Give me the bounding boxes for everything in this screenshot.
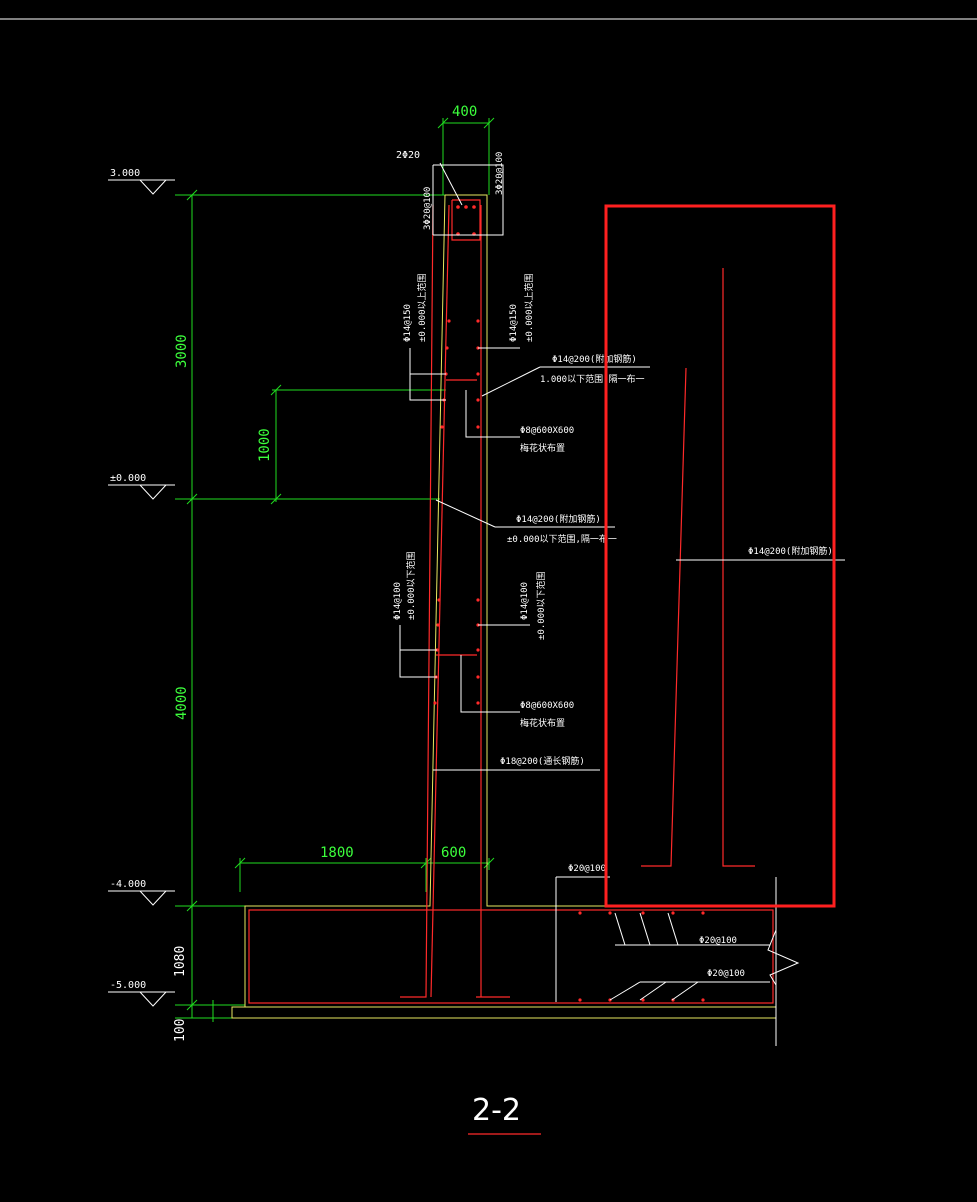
- highlight-box: [604, 204, 836, 908]
- label-lower-left-v: Φ14@100: [393, 582, 403, 620]
- label-tie-1-note: 梅花状布置: [520, 442, 565, 454]
- label-highlight-bar: Φ14@200(附加钢筋): [748, 545, 833, 557]
- label-upper-left-note: ±0.000以上范围: [416, 273, 428, 342]
- dim-cushion: 100: [173, 1019, 188, 1042]
- label-base-bot-bar: Φ20@100: [707, 969, 745, 979]
- label-add-bar-2: Φ14@200(附加钢筋): [516, 513, 601, 525]
- elevation-base-bottom: -5.000: [110, 980, 146, 991]
- dimension-lines: [175, 117, 495, 1022]
- dim-base-thickness: 1080: [173, 946, 188, 977]
- dim-sub-height: 1000: [257, 428, 273, 462]
- label-lower-right-note: ±0.000以下范围: [535, 571, 547, 640]
- label-top-main: 2Φ20: [396, 150, 420, 161]
- dim-toe-width: 1800: [320, 845, 354, 861]
- label-through-bar: Φ18@200(通长钢筋): [500, 755, 585, 767]
- label-upper-left-v: Φ14@150: [403, 304, 413, 342]
- dim-top-width: 400: [452, 104, 477, 120]
- rebar-lines: [248, 199, 774, 1004]
- label-tie-1: Φ8@600X600: [520, 426, 574, 436]
- label-add-bar-2-note: ±0.000以下范围,隔一布一: [507, 533, 617, 545]
- label-add-bar-1: Φ14@200(附加钢筋): [552, 353, 637, 365]
- elevation-top: 3.000: [110, 168, 140, 179]
- label-top-side: 3Φ20@100: [495, 152, 505, 195]
- section-title: 2-2: [472, 1093, 521, 1128]
- label-tie-2: Φ8@600X600: [520, 701, 574, 711]
- wall-outline: [231, 194, 777, 1019]
- label-lower-right-v: Φ14@100: [520, 582, 530, 620]
- label-lower-left-note: ±0.000以下范围: [405, 551, 417, 620]
- dim-stem-base: 600: [441, 845, 466, 861]
- dim-upper-height: 3000: [174, 334, 190, 368]
- label-base-top-bar: Φ20@100: [568, 864, 606, 874]
- label-upper-right-v: Φ14@150: [509, 304, 519, 342]
- elevation-base-top: -4.000: [110, 879, 146, 890]
- leader-lines: [399, 162, 845, 1046]
- elevation-ground: ±0.000: [110, 473, 146, 484]
- label-top-side-left: 3Φ20@100: [423, 187, 433, 230]
- label-add-bar-1-note: 1.000以下范围,隔一布一: [540, 373, 645, 385]
- elevation-markers: [108, 179, 175, 1007]
- label-upper-right-note: ±0.000以上范围: [523, 273, 535, 342]
- label-tie-2-note: 梅花状布置: [520, 717, 565, 729]
- dim-lower-height: 4000: [174, 686, 190, 720]
- label-base-mid-bar: Φ20@100: [699, 936, 737, 946]
